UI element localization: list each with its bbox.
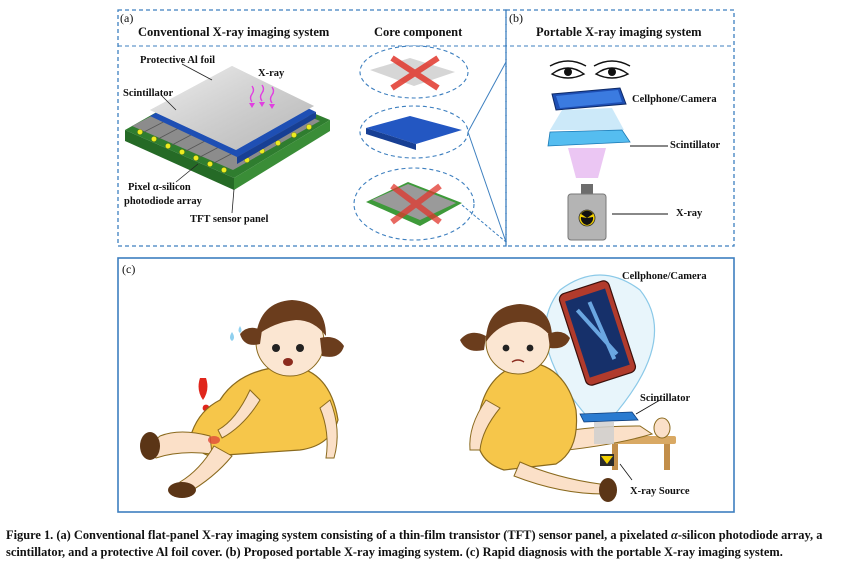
diagnosed-girl-figure: [460, 274, 676, 502]
label-xray-source: X-ray Source: [630, 486, 690, 497]
portable-system-illustration: [547, 60, 668, 241]
figure-caption: Figure 1. (a) Conventional flat-panel X-…: [6, 527, 844, 560]
label-camera-b: Cellphone/Camera: [632, 94, 717, 105]
label-scintillator-b: Scintillator: [670, 140, 721, 151]
label-scintillator-c: Scintillator: [640, 393, 691, 404]
panel-a-header-left: Conventional X-ray imaging system: [138, 25, 330, 39]
panel-a-header-right: Core component: [374, 25, 463, 39]
panel-b-tag: (b): [509, 11, 523, 25]
panel-c-illustration: [117, 257, 735, 513]
label-scintillator-a: Scintillator: [123, 88, 174, 99]
caption-part2: -silicon photodiode array, a scintillato…: [6, 528, 823, 559]
label-protective-al-foil: Protective Al foil: [140, 55, 216, 66]
label-pixel-line2: photodiode array: [124, 196, 202, 207]
figure-top-panels: [117, 9, 735, 247]
panel-b-header: Portable X-ray imaging system: [536, 25, 702, 39]
injured-girl-figure: [140, 300, 344, 498]
label-camera-c: Cellphone/Camera: [622, 271, 707, 282]
flat-panel-detector-illustration: [125, 63, 330, 214]
core-component-bubbles: [353, 45, 507, 243]
label-xray-b: X-ray: [676, 208, 703, 219]
panel-a-tag: (a): [120, 11, 134, 25]
caption-part1: Figure 1. (a) Conventional flat-panel X-…: [6, 528, 671, 542]
label-xray-a: X-ray: [258, 68, 285, 79]
label-pixel-line1: Pixel α-silicon: [128, 182, 191, 193]
panel-c-tag: (c): [122, 262, 136, 276]
label-tft-sensor-panel: TFT sensor panel: [190, 214, 269, 225]
caption-greek-alpha: α: [670, 528, 678, 542]
